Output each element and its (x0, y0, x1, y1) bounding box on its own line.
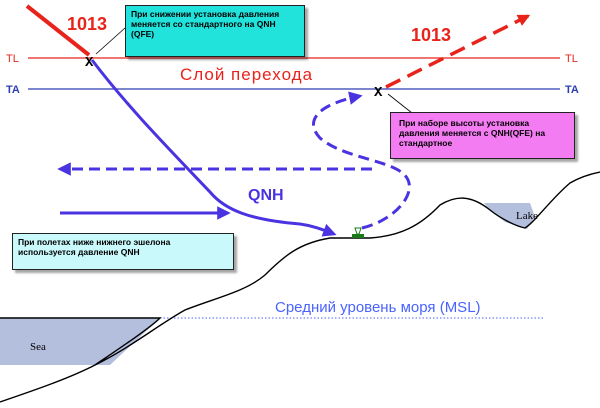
climb-pressure-arrow (385, 14, 531, 89)
terrain-line (0, 171, 600, 403)
climb-cross-mark: X (374, 85, 383, 101)
tl-label-right: TL (565, 53, 578, 65)
ta-label-right: TA (565, 84, 579, 96)
qnh-label: QNH (248, 187, 284, 204)
airfield-tower (354, 227, 362, 235)
descent-note: При снижении установка давления меняется… (125, 5, 305, 57)
airfield-marker (352, 234, 364, 238)
lake-water (484, 203, 535, 229)
pressure-label-left: 1013 (67, 14, 107, 34)
descent-note-pointer (95, 27, 126, 55)
tl-label-left: TL (6, 53, 19, 65)
transition-layer-label: Слой перехода (180, 65, 313, 84)
sea-label: Sea (30, 341, 46, 353)
pressure-label-right: 1013 (411, 25, 451, 45)
descent-path (90, 59, 337, 237)
climb-note-pointer (387, 93, 413, 114)
descent-pressure-arrow (25, 4, 91, 57)
lake-label: Lake (516, 210, 538, 222)
sea-water (0, 318, 160, 365)
below-level-note: При полетах ниже нижнего эшелона использ… (12, 233, 234, 270)
descent-cross-mark: X (85, 55, 94, 71)
msl-label: Средний уровень моря (MSL) (275, 299, 481, 316)
climb-note: При наборе высоты установка давления мен… (390, 112, 575, 159)
ta-label-left: TA (6, 84, 20, 96)
